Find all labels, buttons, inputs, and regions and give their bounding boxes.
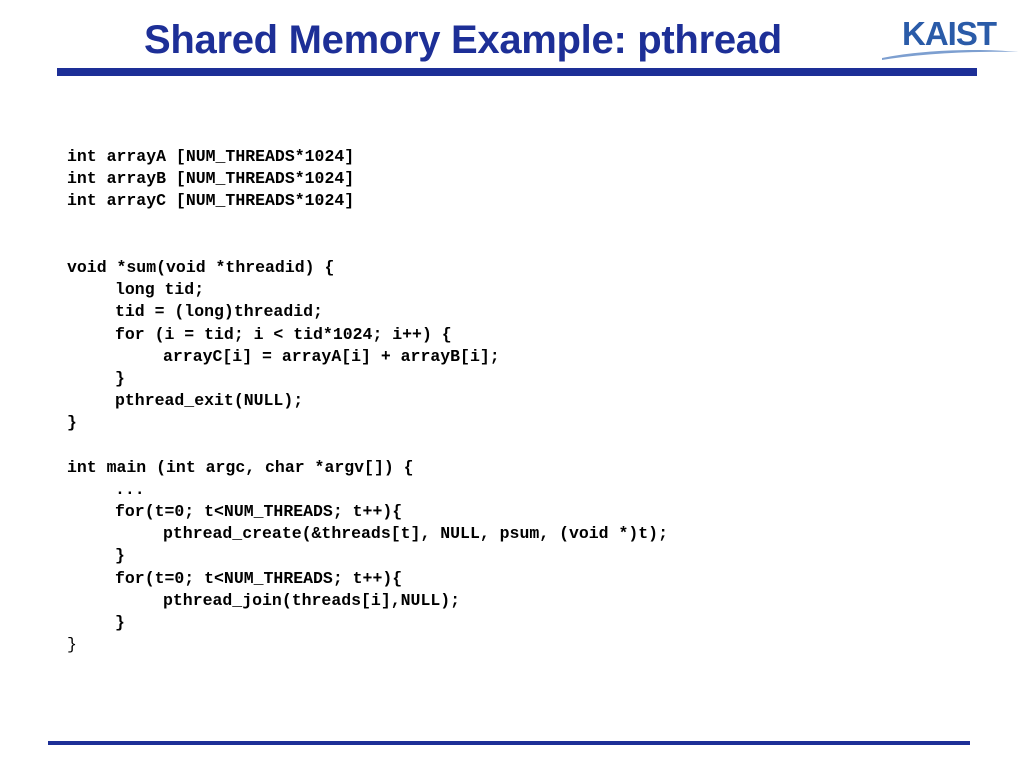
code-line: long tid; [115,280,205,300]
kaist-logo-text: KAIST [902,15,997,52]
code-line: } [115,612,125,632]
code-line: int main (int argc, char *argv[]) { [67,457,414,477]
code-line: int arrayC [NUM_THREADS*1024] [67,191,355,211]
code-line [67,213,668,235]
code-line: } [115,368,125,388]
code-line: int arrayA [NUM_THREADS*1024] [67,147,355,166]
code-line: for(t=0; t<NUM_THREADS; t++){ [115,568,403,588]
code-line: ... [115,479,145,499]
code-line: for(t=0; t<NUM_THREADS; t++){ [115,502,403,521]
code-line: int arrayB [NUM_THREADS*1024] [67,169,355,189]
code-line: arrayC[i] = arrayA[i] + arrayB[i]; [163,346,500,366]
code-line: pthread_create(&threads[t], NULL, psum, … [163,524,668,544]
kaist-logo: KAIST [882,15,1018,60]
title-rule [57,68,977,76]
code-block: int arrayA [NUM_THREADS*1024]int arrayB … [67,146,668,656]
code-line: } [67,635,77,655]
footer-rule [48,741,970,745]
code-line: for (i = tid; i < tid*1024; i++) { [115,324,452,344]
code-line: pthread_join(threads[i],NULL); [163,590,461,610]
code-line: void *sum(void *threadid) { [67,257,335,277]
code-line: } [67,413,77,433]
code-line: tid = (long)threadid; [115,302,323,322]
code-line [67,434,668,456]
logo-swoosh [882,50,1018,60]
code-line: } [115,546,125,566]
slide-title: Shared Memory Example: pthread [144,18,782,62]
code-line: pthread_exit(NULL); [115,391,304,411]
code-line [67,235,668,257]
